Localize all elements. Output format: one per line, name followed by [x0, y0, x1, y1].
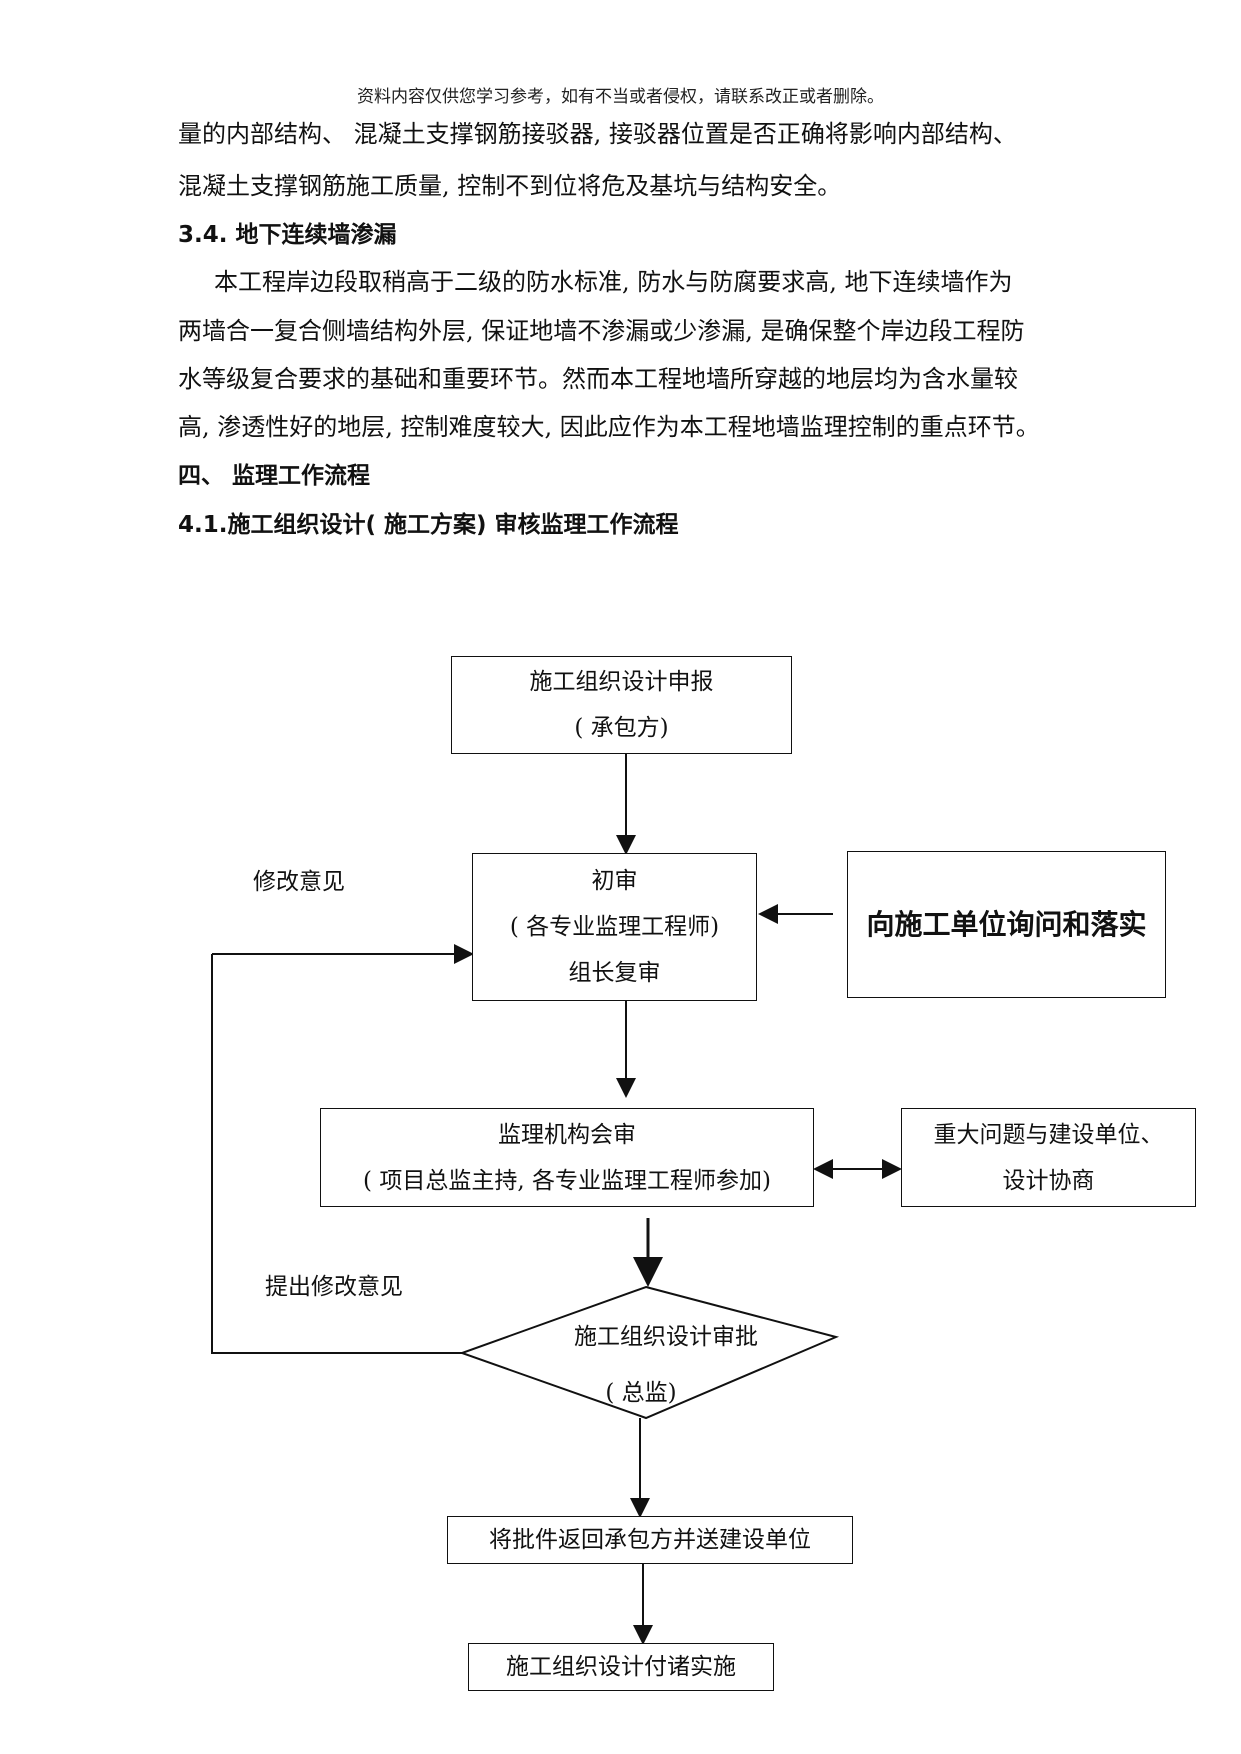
inquire-box: 向施工单位询问和落实 — [847, 851, 1166, 998]
major-issues-line2: 设计协商 — [1002, 1167, 1095, 1194]
paragraph-line: 本工程岸边段取稍高于二级的防水标准, 防水与防腐要求高, 地下连续墙作为 — [214, 268, 1013, 296]
major-issues-line1: 重大问题与建设单位、 — [933, 1121, 1164, 1148]
implement-box: 施工组织设计付诸实施 — [468, 1643, 774, 1691]
joint-review-line1: 监理机构会审 — [498, 1121, 636, 1148]
joint-review-line2: ( 项目总监主持, 各专业监理工程师参加) — [363, 1167, 771, 1194]
feedback-loop-line — [211, 954, 462, 1354]
return-box-label: 将批件返回承包方并送建设单位 — [489, 1527, 811, 1553]
section-heading: 3.4. 地下连续墙渗漏 — [178, 222, 397, 248]
paragraph-line: 高, 渗透性好的地层, 控制难度较大, 因此应作为本工程地墙监理控制的重点环节。 — [178, 413, 1040, 441]
implement-box-label: 施工组织设计付诸实施 — [506, 1654, 736, 1680]
paragraph-line: 水等级复合要求的基础和重要环节。然而本工程地墙所穿越的地层均为含水量较 — [178, 365, 1018, 393]
preliminary-box-line1: 初审 — [591, 868, 638, 894]
submit-box-line1: 施工组织设计申报 — [529, 669, 714, 695]
submit-box-line2: ( 承包方) — [574, 715, 669, 741]
approval-label-line1: 施工组织设计审批 — [574, 1324, 758, 1350]
approval-diamond — [459, 1285, 840, 1420]
body-line: 量的内部结构、 混凝土支撑钢筋接驳器, 接驳器位置是否正确将影响内部结构、 — [178, 120, 1017, 148]
approval-label-line2: ( 总监) — [605, 1380, 677, 1406]
header-note: 资料内容仅供您学习参考，如有不当或者侵权，请联系改正或者删除。 — [357, 87, 884, 107]
major-issues-box: 重大问题与建设单位、 设计协商 — [901, 1108, 1196, 1207]
paragraph-line: 两墙合一复合侧墙结构外层, 保证地墙不渗漏或少渗漏, 是确保整个岸边段工程防 — [178, 317, 1025, 345]
body-line: 混凝土支撑钢筋施工质量, 控制不到位将危及基坑与结构安全。 — [178, 172, 842, 200]
joint-review-box: 监理机构会审 ( 项目总监主持, 各专业监理工程师参加) — [320, 1108, 814, 1207]
propose-revise-label: 提出修改意见 — [265, 1274, 403, 1300]
preliminary-box-line2: ( 各专业监理工程师) — [509, 914, 720, 940]
preliminary-box-line3: 组长复审 — [568, 960, 661, 986]
chapter-heading: 四、 监理工作流程 — [178, 463, 371, 489]
revise-opinion-label: 修改意见 — [253, 869, 345, 895]
submit-box: 施工组织设计申报 ( 承包方) — [451, 656, 792, 754]
return-box: 将批件返回承包方并送建设单位 — [447, 1516, 853, 1564]
inquire-box-label: 向施工单位询问和落实 — [866, 907, 1147, 941]
section-heading: 4.1.施工组织设计( 施工方案) 审核监理工作流程 — [178, 512, 679, 538]
preliminary-review-box: 初审 ( 各专业监理工程师) 组长复审 — [472, 853, 757, 1001]
